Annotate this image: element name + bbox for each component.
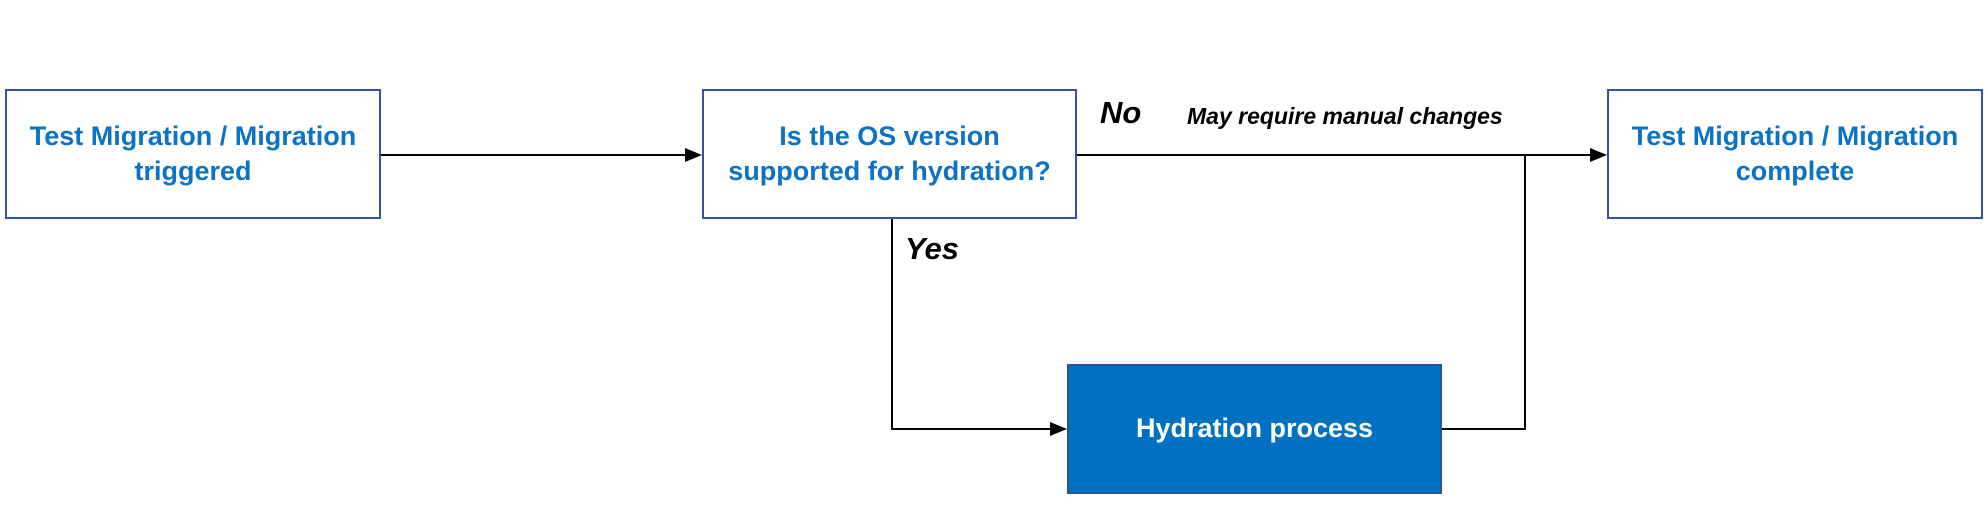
arrowhead-into-complete-icon [1590, 148, 1607, 162]
node-test-migration-triggered: Test Migration / Migration triggered [5, 89, 381, 219]
arrowhead-into-hydration-icon [1050, 422, 1067, 436]
node-os-version-supported-question: Is the OS version supported for hydratio… [702, 89, 1077, 219]
connector-yes-vertical [891, 219, 893, 430]
connector-triggered-to-question [381, 154, 688, 156]
connector-question-to-complete [1077, 154, 1593, 156]
connector-yes-horizontal [891, 428, 1053, 430]
node-hydration-process: Hydration process [1067, 364, 1442, 494]
edge-label-no: No [1100, 95, 1142, 130]
connector-hydration-out-horizontal [1442, 428, 1526, 430]
arrowhead-into-question-icon [685, 148, 702, 162]
connector-hydration-up-vertical [1524, 155, 1526, 430]
edge-label-yes: Yes [905, 231, 960, 266]
node-test-migration-complete: Test Migration / Migration complete [1607, 89, 1983, 219]
edge-label-may-require-manual-changes: May require manual changes [1187, 103, 1503, 129]
